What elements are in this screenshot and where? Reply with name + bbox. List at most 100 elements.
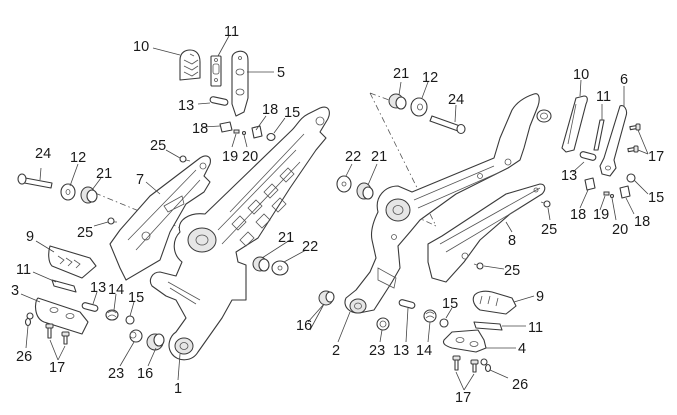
part-13-pin-top (209, 96, 229, 106)
callout-12: 12 (422, 70, 438, 86)
callout-18: 18 (570, 207, 586, 223)
callout-17: 17 (455, 390, 471, 406)
part-15-ring-right (626, 173, 636, 183)
callout-11: 11 (224, 24, 239, 40)
part-13-pin-right (579, 151, 597, 161)
callout-25: 25 (150, 138, 166, 154)
part-18-clip-b (251, 125, 263, 139)
part-23-nut-left (129, 329, 143, 343)
callout-11: 11 (596, 89, 611, 105)
part-21-bushing-right-a (388, 93, 407, 110)
callout-16: 16 (296, 318, 312, 334)
leader-lines (20, 35, 649, 391)
callout-12: 12 (70, 150, 86, 166)
callout-6: 6 (620, 72, 628, 88)
callout-25: 25 (504, 263, 520, 279)
callout-17: 17 (49, 360, 65, 376)
callout-17: 17 (648, 149, 664, 165)
callout-16: 16 (137, 366, 153, 382)
callout-18: 18 (634, 214, 650, 230)
part-17-screws-right-lower (452, 355, 479, 373)
part-16-bushing-left (146, 333, 165, 351)
callout-18: 18 (192, 121, 208, 137)
callout-13: 13 (178, 98, 194, 114)
callout-25: 25 (77, 225, 93, 241)
part-14-spring-right (423, 309, 437, 323)
callout-8: 8 (508, 233, 516, 249)
callout-26: 26 (512, 377, 528, 393)
part-16-bushing-mid (318, 290, 335, 306)
part-1-left-bracket (149, 106, 330, 361)
part-20-ball-top (241, 130, 247, 136)
part-18-clip-c (584, 177, 596, 191)
part-26-right (480, 358, 492, 373)
callout-10: 10 (573, 67, 589, 83)
callout-26: 26 (16, 349, 32, 365)
callout-15: 15 (648, 190, 664, 206)
part-11-plate-left (51, 279, 77, 293)
callout-18: 18 (262, 102, 278, 118)
part-19-spring-right (603, 191, 610, 196)
part-21-bushing-right-b (356, 182, 374, 200)
callout-21: 21 (96, 166, 112, 182)
part-10-footpeg-rubber-right (561, 95, 588, 153)
part-3-footpeg-left (34, 297, 89, 335)
callout-19: 19 (222, 149, 238, 165)
part-26-left (24, 312, 34, 327)
callout-4: 4 (518, 341, 526, 357)
callout-15: 15 (284, 105, 300, 121)
part-15-ring-top (266, 132, 276, 142)
part-21-bushing-left-b (252, 256, 270, 272)
callout-11: 11 (528, 320, 543, 336)
part-9-rubber-pad-right (472, 290, 517, 315)
left-assembly (17, 49, 335, 361)
part-7-left-heel-guard (109, 155, 211, 281)
callout-5: 5 (277, 65, 285, 81)
callout-24: 24 (35, 146, 51, 162)
callout-21: 21 (278, 230, 294, 246)
part-25-screw-a (179, 155, 191, 163)
part-9-rubber-pad-left (48, 245, 97, 279)
part-20-ball-right (609, 193, 615, 199)
callout-7: 7 (136, 172, 144, 188)
part-21-bushing-left-a (80, 186, 98, 204)
part-23-nut-right (376, 317, 390, 331)
callout-13: 13 (561, 168, 577, 184)
callout-20: 20 (612, 222, 628, 238)
callout-9: 9 (536, 289, 544, 305)
part-12-washer-left (60, 183, 76, 201)
callout-14: 14 (416, 343, 432, 359)
part-11-plate-top (210, 55, 222, 87)
part-15-ring-right-lower (439, 318, 449, 328)
callout-23: 23 (108, 366, 124, 382)
callout-14: 14 (108, 282, 124, 298)
part-13-pin-left (81, 302, 99, 312)
part-12-washer-right (410, 97, 428, 117)
part-22-washer-left (271, 260, 289, 276)
callout-13: 13 (90, 280, 106, 296)
callout-25: 25 (541, 222, 557, 238)
part-11-plate-right (593, 119, 605, 151)
part-8-right-heel-guard (427, 183, 546, 283)
callout-1: 1 (174, 381, 182, 397)
callout-22: 22 (302, 239, 318, 255)
part-24-bolt-right (429, 115, 466, 135)
callout-13: 13 (393, 343, 409, 359)
callout-3: 3 (11, 283, 19, 299)
part-13-pin-right-lower (398, 299, 416, 309)
part-15-ring-left (125, 315, 135, 325)
callout-20: 20 (242, 149, 258, 165)
part-18-clip-a (219, 121, 233, 133)
callout-11: 11 (16, 262, 31, 278)
callout-15: 15 (442, 296, 458, 312)
callout-22: 22 (345, 149, 361, 165)
callout-9: 9 (26, 229, 34, 245)
part-17-screws-right (627, 123, 641, 153)
part-17-screws-left (45, 323, 70, 345)
callout-23: 23 (369, 343, 385, 359)
part-18-clip-d (619, 185, 631, 199)
callout-19: 19 (593, 207, 609, 223)
callout-24: 24 (448, 92, 464, 108)
part-2-right-bracket (344, 93, 552, 314)
